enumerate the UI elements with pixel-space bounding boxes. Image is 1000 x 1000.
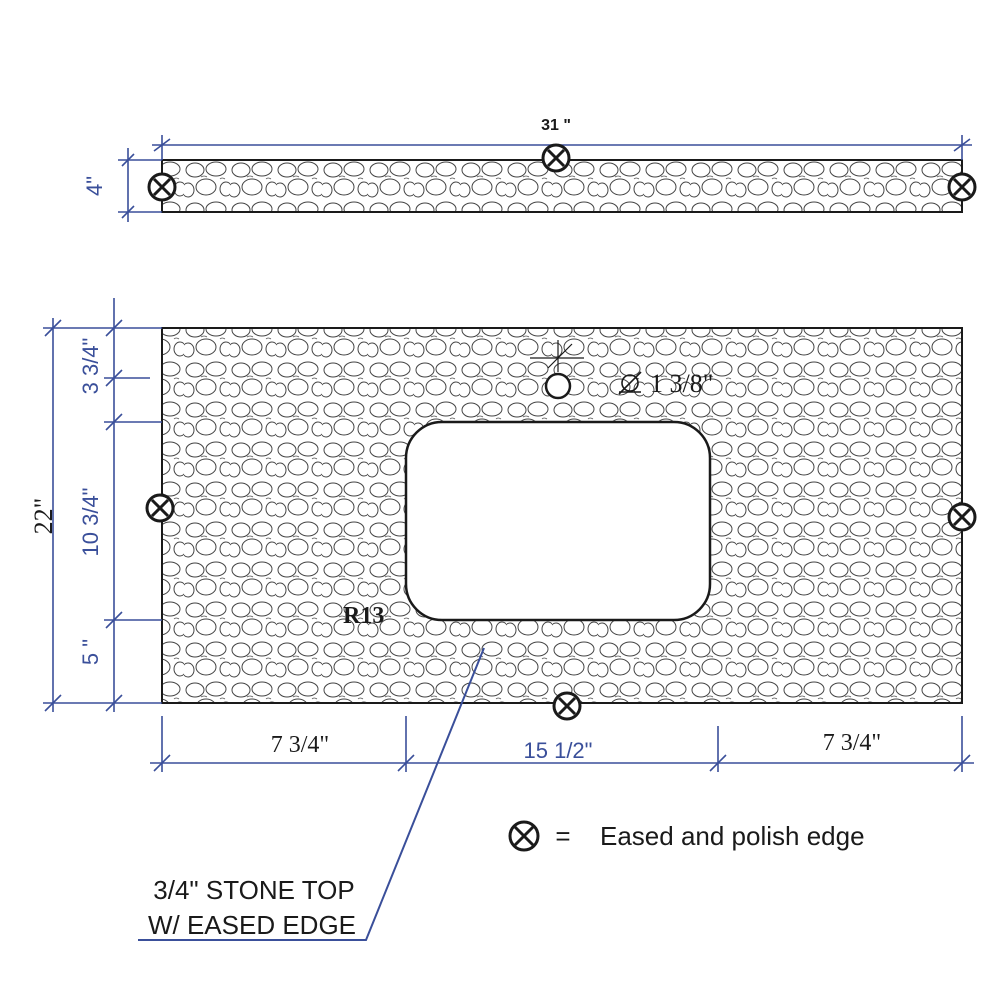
legend-equals: = (555, 821, 570, 851)
backsplash: 31 " 4" (82, 117, 977, 222)
backsplash-height-label: 4" (82, 176, 107, 196)
countertop-plan: 1 3/8" R13 22" (29, 298, 977, 772)
sink-depth-label: 10 3/4" (78, 488, 103, 557)
backsplash-width-label: 31 " (541, 117, 571, 134)
eased-edge-marker-icon (145, 493, 175, 523)
faucet-hole-label: 1 3/8" (650, 369, 713, 398)
back-gap-label: 3 3/4" (78, 338, 103, 395)
legend: = Eased and polish edge (508, 820, 865, 852)
material-callout: 3/4" STONE TOP W/ EASED EDGE (138, 647, 485, 941)
sink-cutout (404, 420, 712, 622)
front-gap-label: 5 " (78, 639, 103, 665)
corner-radius-label: R13 (343, 603, 384, 629)
legend-description: Eased and polish edge (600, 821, 865, 851)
eased-edge-marker-icon (947, 502, 977, 532)
left-margin-label: 7 3/4" (271, 732, 329, 758)
callout-line2: W/ EASED EDGE (148, 910, 356, 940)
eased-edge-marker-icon (508, 820, 540, 852)
faucet-hole (544, 372, 572, 400)
callout-line1: 3/4" STONE TOP (153, 875, 354, 905)
eased-edge-marker-icon (552, 691, 582, 721)
diameter-icon (618, 371, 642, 395)
sink-width-label: 15 1/2" (524, 738, 593, 763)
callout-leader-line (138, 647, 485, 941)
eased-edge-marker-icon (147, 172, 177, 202)
right-margin-label: 7 3/4" (823, 730, 881, 756)
eased-edge-marker-icon (541, 143, 571, 173)
total-depth-label: 22" (29, 498, 58, 535)
eased-edge-marker-icon (947, 172, 977, 202)
